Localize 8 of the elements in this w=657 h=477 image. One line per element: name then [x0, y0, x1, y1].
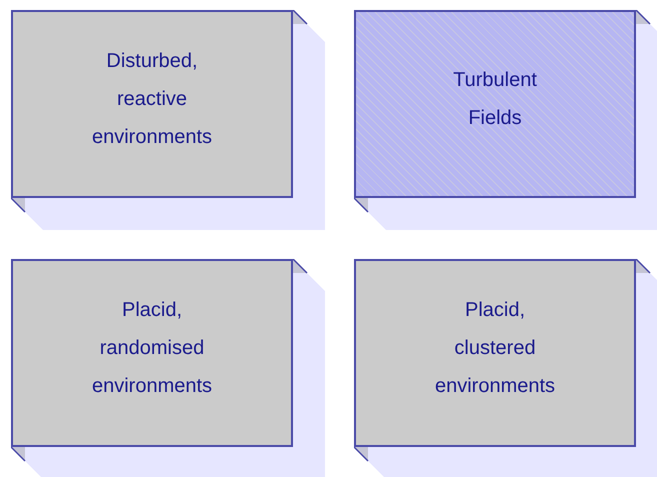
box-label: Disturbed, reactive environments: [90, 49, 214, 150]
box-label: Placid, clustered environments: [434, 298, 556, 399]
process-box: [354, 259, 636, 447]
process-box: [354, 10, 636, 198]
process-box: [11, 10, 293, 198]
process-box: [11, 259, 293, 447]
box-label: Turbulent Fields: [452, 68, 538, 131]
box-label: Placid, randomised environments: [90, 298, 214, 399]
